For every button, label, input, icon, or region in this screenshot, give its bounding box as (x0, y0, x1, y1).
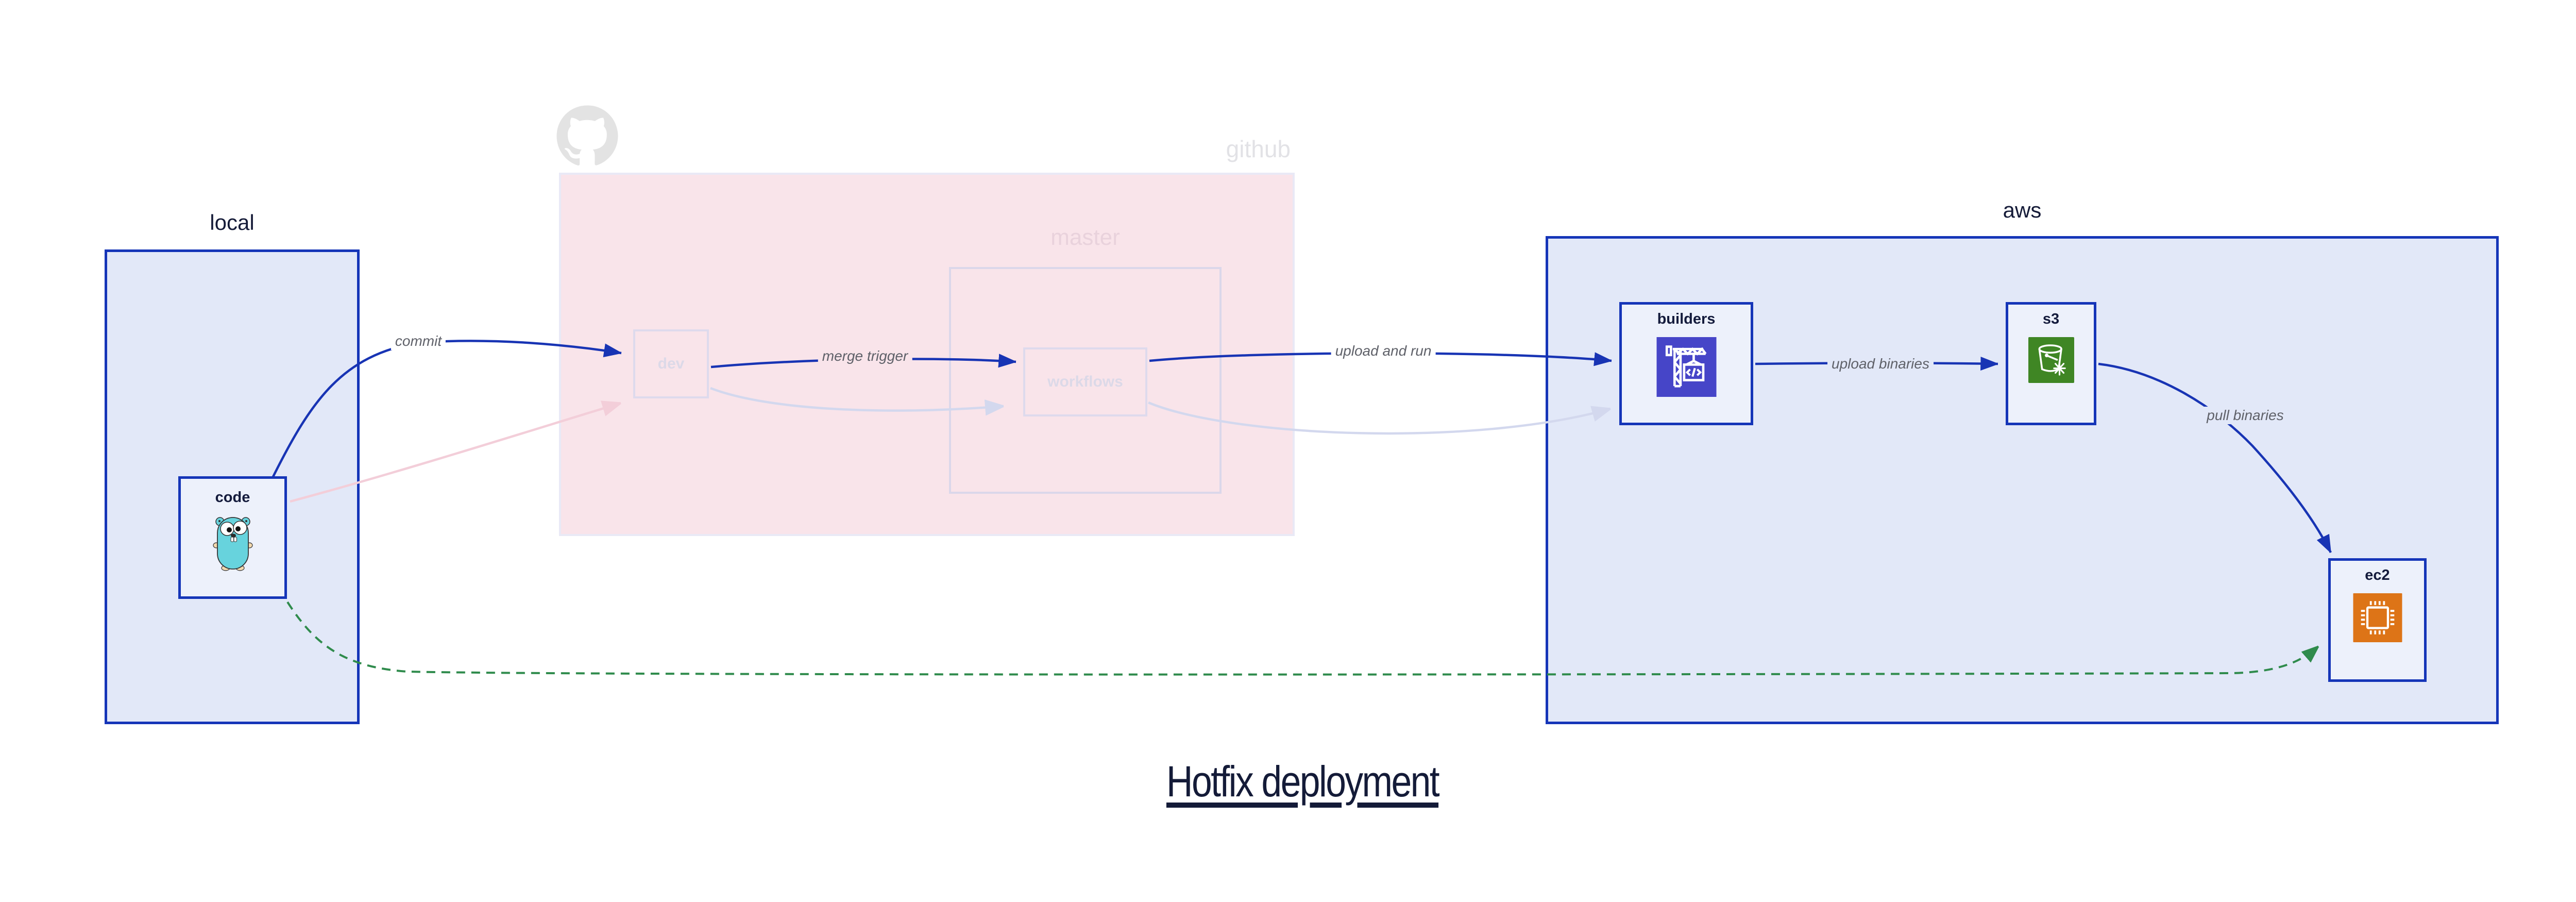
s3-bucket-icon (2028, 337, 2074, 383)
aws-group-label: aws (2003, 198, 2042, 222)
edge-label-upload-and-run: upload and run (1331, 342, 1436, 360)
node-s3: s3 (2006, 302, 2096, 425)
codebuild-crane-icon (1656, 337, 1716, 397)
edge-label-merge-trigger: merge trigger (818, 347, 912, 365)
page-title: Hotfix deployment (1166, 757, 1440, 806)
builders-node-label: builders (1657, 311, 1716, 327)
edge-label-commit: commit (391, 332, 446, 350)
edge-label-upload-binaries: upload binaries (1827, 355, 1934, 373)
node-builders: builders (1619, 302, 1753, 425)
node-dev: dev (633, 329, 709, 398)
github-logo-icon (556, 105, 618, 166)
github-group-label: github (1226, 136, 1291, 162)
node-workflows: workflows (1023, 347, 1147, 416)
gopher-icon (212, 517, 253, 571)
local-group-label: local (210, 210, 255, 235)
workflows-node-label: workflows (1047, 373, 1123, 390)
dev-node-label: dev (657, 355, 685, 372)
s3-node-label: s3 (2042, 311, 2060, 327)
node-code: code (178, 476, 287, 599)
master-group-box (949, 267, 1222, 494)
node-ec2: ec2 (2328, 558, 2427, 682)
code-node-label: code (215, 489, 250, 506)
ec2-node-label: ec2 (2365, 567, 2390, 583)
ec2-chip-icon (2353, 593, 2402, 642)
edge-label-pull-binaries: pull binaries (2202, 407, 2288, 424)
master-group-label: master (1050, 225, 1120, 250)
